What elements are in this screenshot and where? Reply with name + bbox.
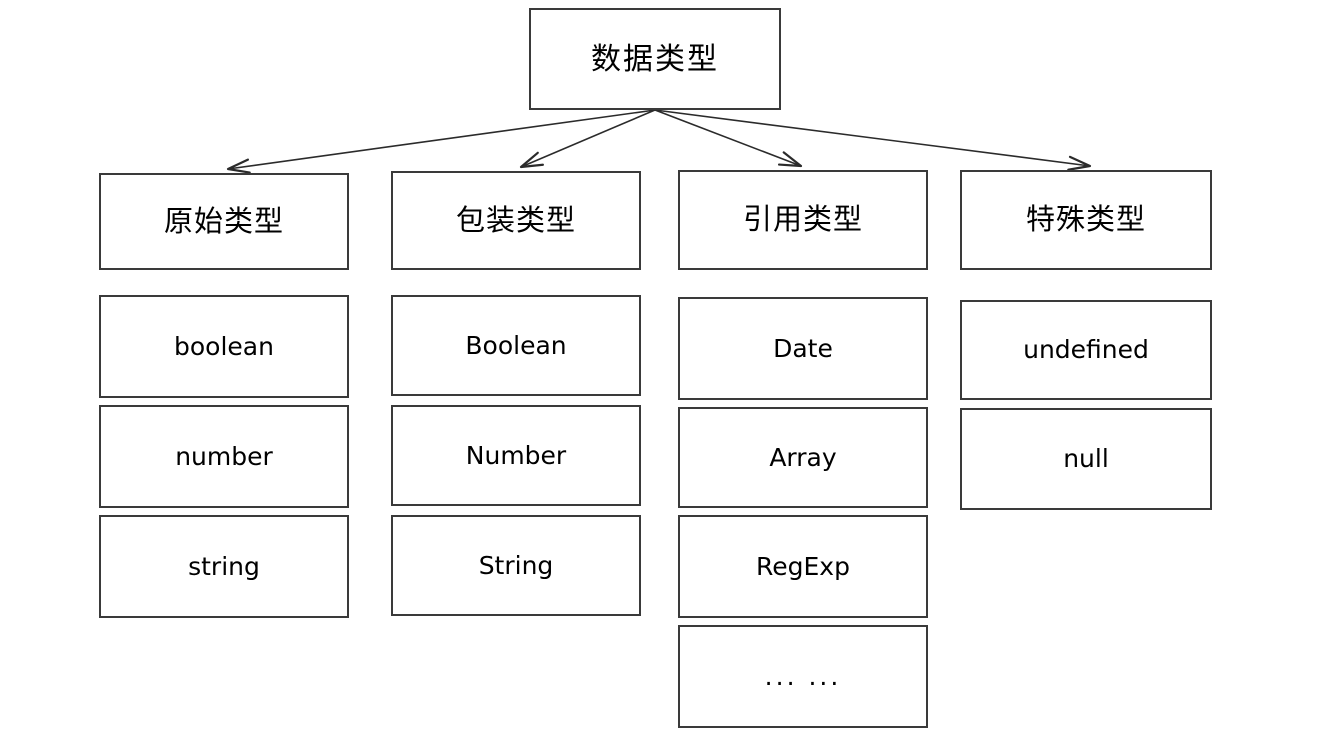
category-node-label: 特殊类型 [1025, 202, 1146, 237]
leaf-node-label: number [175, 441, 273, 471]
leaf-node-3-3[interactable]: RegExp [678, 515, 928, 618]
leaf-node-1-1[interactable]: boolean [99, 295, 349, 398]
edge-arrowhead-3 [777, 151, 803, 168]
category-node-2[interactable]: 包装类型 [391, 171, 641, 270]
leaf-node-3-4[interactable]: ... ... [678, 625, 928, 728]
edge-line-1 [227, 109, 656, 170]
edge-arrowhead-1 [226, 158, 251, 174]
leaf-node-4-1[interactable]: undefined [960, 300, 1212, 400]
leaf-node-2-3[interactable]: String [391, 515, 641, 616]
category-node-1[interactable]: 原始类型 [99, 173, 349, 270]
category-node-label: 引用类型 [742, 202, 863, 237]
leaf-node-label: Number [465, 440, 567, 470]
leaf-node-1-2[interactable]: number [99, 405, 349, 508]
leaf-node-label: null [1063, 444, 1109, 474]
leaf-node-label: string [188, 551, 260, 581]
category-node-3[interactable]: 引用类型 [678, 170, 928, 270]
edge-line-4 [654, 109, 1091, 167]
leaf-node-1-3[interactable]: string [99, 515, 349, 618]
leaf-node-label: undefined [1023, 335, 1149, 365]
leaf-node-label: Array [769, 442, 837, 472]
root-node-label: 数据类型 [591, 41, 719, 77]
edge-arrowhead-4 [1067, 155, 1092, 171]
edge-line-3 [654, 109, 802, 167]
leaf-node-label: String [478, 550, 554, 580]
leaf-node-label: boolean [174, 331, 274, 361]
leaf-node-label: RegExp [756, 551, 850, 581]
root-node-data-type[interactable]: 数据类型 [529, 8, 781, 110]
leaf-node-3-2[interactable]: Array [678, 407, 928, 508]
leaf-node-label: Boolean [465, 330, 567, 360]
leaf-node-2-1[interactable]: Boolean [391, 295, 641, 396]
category-node-label: 原始类型 [163, 203, 284, 238]
edge-arrowhead-2 [519, 151, 544, 169]
category-node-4[interactable]: 特殊类型 [960, 170, 1212, 270]
leaf-node-label: Date [773, 333, 833, 363]
leaf-node-2-2[interactable]: Number [391, 405, 641, 506]
leaf-node-label: ... ... [764, 661, 842, 691]
category-node-label: 包装类型 [455, 202, 576, 237]
leaf-node-4-2[interactable]: null [960, 408, 1212, 510]
leaf-node-3-1[interactable]: Date [678, 297, 928, 400]
edge-line-2 [520, 109, 656, 168]
